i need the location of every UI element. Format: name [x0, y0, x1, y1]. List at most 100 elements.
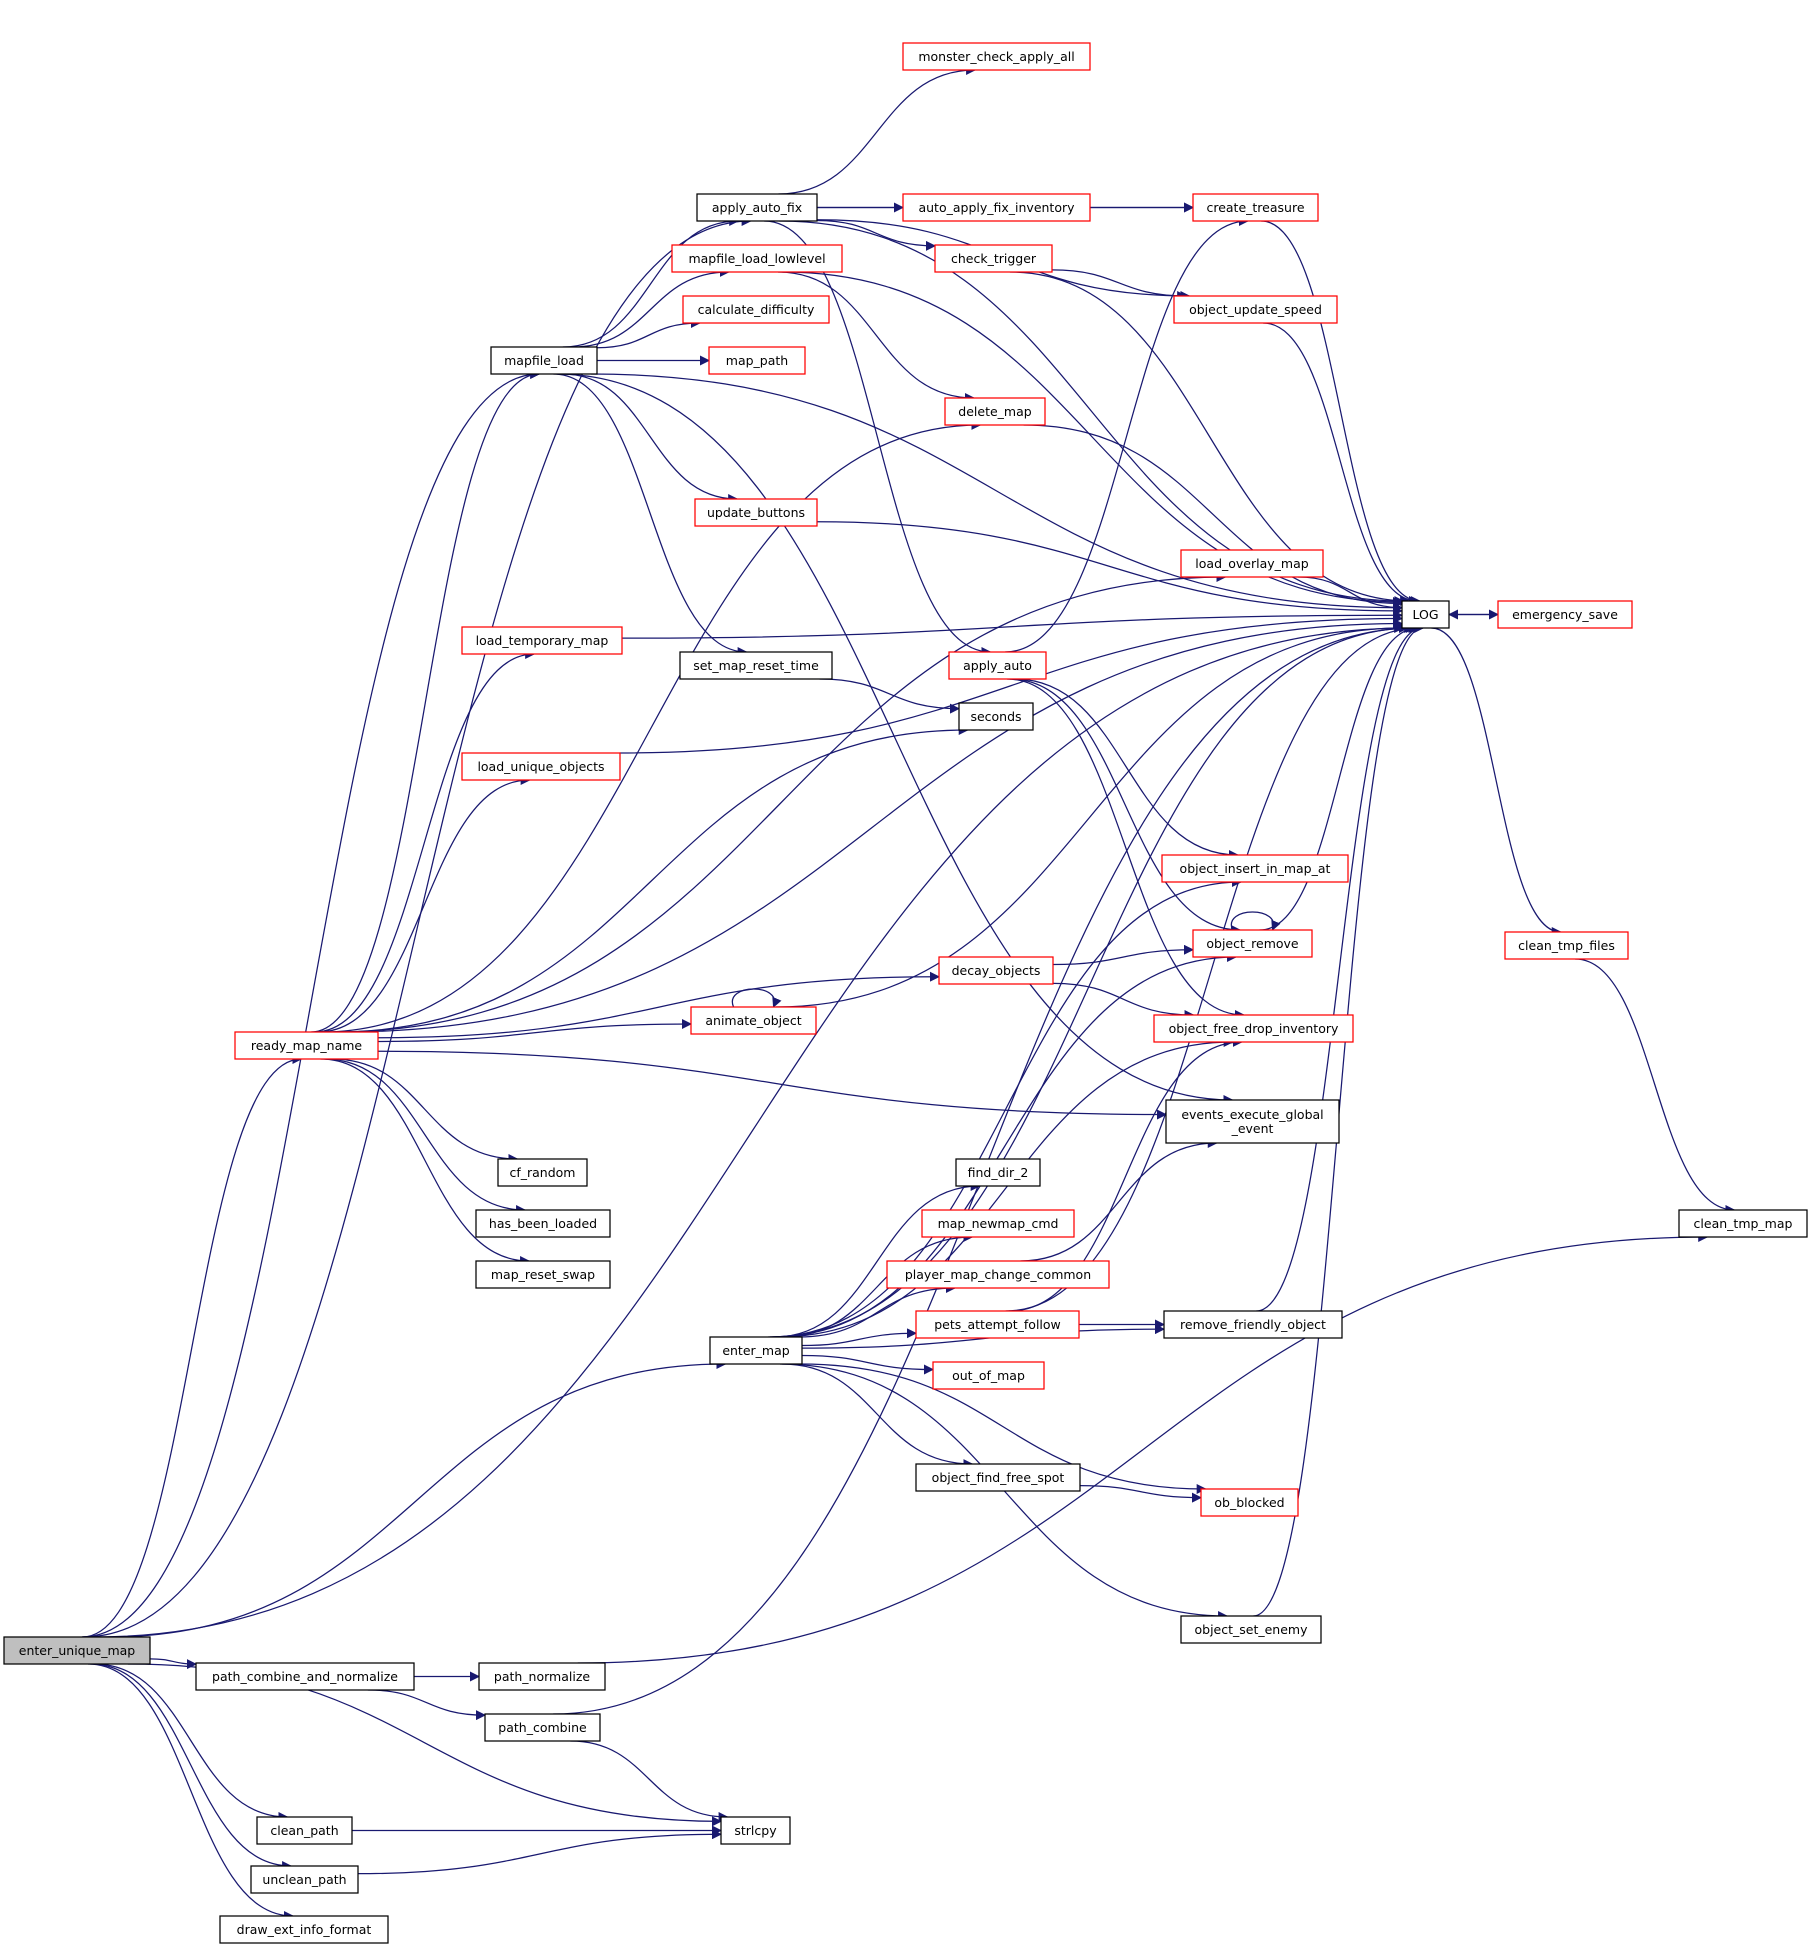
node-auto-apply-fix-inventory[interactable]: auto_apply_fix_inventory — [902, 193, 1091, 222]
node-box — [886, 1260, 1110, 1289]
node-enter-unique-map[interactable]: enter_unique_map — [3, 1636, 151, 1665]
node-object-free-drop-inventory[interactable]: object_free_drop_inventory — [1153, 1014, 1354, 1043]
node-label: out_of_map — [952, 1368, 1025, 1383]
node-path-combine-and-normalize[interactable]: path_combine_and_normalize — [195, 1662, 415, 1691]
node-ob-blocked[interactable]: ob_blocked — [1200, 1488, 1299, 1517]
node-update-buttons[interactable]: update_buttons — [694, 498, 818, 527]
node-delete-map[interactable]: delete_map — [944, 397, 1046, 426]
node-seconds[interactable]: seconds — [958, 702, 1034, 731]
node-box — [690, 1006, 817, 1035]
node-cf-random[interactable]: cf_random — [497, 1158, 588, 1187]
node-map-newmap-cmd[interactable]: map_newmap_cmd — [921, 1209, 1075, 1238]
node-box — [250, 1865, 359, 1894]
edge-enter-map-to-pets-attempt-follow — [801, 1328, 917, 1347]
node-enter-map[interactable]: enter_map — [709, 1336, 803, 1365]
edge-ready-map-name-to-load-temporary-map — [314, 649, 536, 1033]
edge-load-unique-objects-to-LOG — [619, 613, 1403, 754]
node-label: load_overlay_map — [1195, 556, 1308, 571]
node-player-map-change-common[interactable]: player_map_change_common — [886, 1260, 1110, 1289]
node-map-path[interactable]: map_path — [708, 346, 806, 375]
edge-path-normalize-to-clean-tmp-map — [577, 1232, 1709, 1664]
node-label: animate_object — [705, 1013, 801, 1028]
node-label: LOG — [1412, 607, 1438, 622]
node-pets-attempt-follow[interactable]: pets_attempt_follow — [915, 1310, 1080, 1339]
edge-update-buttons-to-LOG — [816, 521, 1403, 616]
node-load-unique-objects[interactable]: load_unique_objects — [461, 752, 621, 781]
node-apply-auto[interactable]: apply_auto — [948, 651, 1047, 680]
node-has-been-loaded[interactable]: has_been_loaded — [475, 1209, 611, 1238]
node-label: apply_auto — [963, 658, 1032, 673]
node-out-of-map[interactable]: out_of_map — [932, 1361, 1045, 1390]
edge-enter-map-to-object-insert-in-map-at — [769, 877, 1243, 1338]
node-LOG[interactable]: LOG — [1401, 600, 1450, 629]
node-box — [902, 42, 1091, 71]
node-label: object_insert_in_map_at — [1180, 861, 1331, 876]
edge-mapfile-load-to-mapfile-load-lowlevel — [572, 267, 730, 348]
node-path-combine[interactable]: path_combine — [484, 1713, 601, 1742]
node-label: path_normalize — [494, 1669, 591, 1684]
edge-mapfile-load-lowlevel-to-LOG — [782, 271, 1403, 607]
node-unclean-path[interactable]: unclean_path — [250, 1865, 359, 1894]
node-object-update-speed[interactable]: object_update_speed — [1173, 295, 1338, 324]
node-box — [1153, 1014, 1354, 1043]
node-box — [1163, 1310, 1343, 1339]
node-create-treasure[interactable]: create_treasure — [1192, 193, 1319, 222]
node-clean-tmp-files[interactable]: clean_tmp_files — [1504, 931, 1629, 960]
node-find-dir-2[interactable]: find_dir_2 — [955, 1158, 1041, 1187]
edge-mapfile-load-to-update-buttons — [562, 373, 739, 504]
node-box — [478, 1662, 606, 1691]
node-draw-ext-info-format[interactable]: draw_ext_info_format — [219, 1915, 389, 1944]
node-object-find-free-spot[interactable]: object_find_free_spot — [915, 1463, 1081, 1492]
node-load-overlay-map[interactable]: load_overlay_map — [1180, 549, 1324, 578]
node-label: object_find_free_spot — [932, 1470, 1065, 1485]
node-label: delete_map — [958, 404, 1031, 419]
node-label: apply_auto_fix — [712, 200, 802, 215]
node-label: emergency_save — [1512, 607, 1618, 622]
edge-LOG-to-clean-tmp-files — [1431, 627, 1562, 937]
node-box — [1200, 1488, 1299, 1517]
node-box — [497, 1158, 588, 1187]
node-decay-objects[interactable]: decay_objects — [938, 956, 1054, 985]
node-path-normalize[interactable]: path_normalize — [478, 1662, 606, 1691]
node-animate-object[interactable]: animate_object — [690, 1006, 817, 1035]
node-label: load_unique_objects — [477, 759, 604, 774]
node-label: object_remove — [1206, 936, 1299, 951]
node-label: load_temporary_map — [476, 633, 609, 648]
node-box — [958, 702, 1034, 731]
node-strlcpy[interactable]: strlcpy — [720, 1816, 791, 1845]
edge-animate-object-to-LOG — [775, 623, 1405, 1008]
node-events-execute-global-event[interactable]: events_execute_global_event — [1165, 1099, 1340, 1144]
node-label: cf_random — [509, 1165, 575, 1180]
node-box — [1192, 193, 1319, 222]
node-box — [671, 244, 843, 273]
node-calculate-difficulty[interactable]: calculate_difficulty — [682, 295, 830, 324]
node-box — [1161, 854, 1349, 883]
node-mapfile-load[interactable]: mapfile_load — [490, 346, 598, 375]
node-clean-path[interactable]: clean_path — [256, 1816, 353, 1845]
node-box — [1401, 600, 1450, 629]
edge-path-combine-and-normalize-to-path-combine — [367, 1689, 486, 1721]
node-check-trigger[interactable]: check_trigger — [934, 244, 1053, 273]
edge-mapfile-load-lowlevel-to-delete-map — [777, 271, 975, 403]
edge-object-remove-to-object-remove — [1230, 911, 1281, 931]
node-set-map-reset-time[interactable]: set_map_reset_time — [679, 651, 833, 680]
node-object-remove[interactable]: object_remove — [1192, 929, 1313, 958]
node-monster-check-apply-all[interactable]: monster_check_apply_all — [902, 42, 1091, 71]
node-object-set-enemy[interactable]: object_set_enemy — [1180, 1615, 1322, 1644]
node-remove-friendly-object[interactable]: remove_friendly_object — [1163, 1310, 1343, 1339]
node-box — [682, 295, 830, 324]
node-emergency-save[interactable]: emergency_save — [1497, 600, 1633, 629]
node-label: object_update_speed — [1189, 302, 1322, 317]
edge-unclean-path-to-strlcpy — [357, 1829, 722, 1875]
node-ready-map-name[interactable]: ready_map_name — [234, 1031, 379, 1060]
node-object-insert-in-map-at[interactable]: object_insert_in_map_at — [1161, 854, 1349, 883]
node-apply-auto-fix[interactable]: apply_auto_fix — [696, 193, 818, 222]
node-map-reset-swap[interactable]: map_reset_swap — [475, 1260, 611, 1289]
node-mapfile-load-lowlevel[interactable]: mapfile_load_lowlevel — [671, 244, 843, 273]
edge-apply-auto-fix-to-LOG — [779, 220, 1405, 606]
edge-enter-unique-map-to-path-combine-and-normalize — [149, 1658, 197, 1670]
node-load-temporary-map[interactable]: load_temporary_map — [461, 626, 623, 655]
edge-delete-map-to-LOG — [1023, 424, 1403, 609]
node-box — [1165, 1099, 1340, 1144]
node-clean-tmp-map[interactable]: clean_tmp_map — [1678, 1209, 1808, 1238]
